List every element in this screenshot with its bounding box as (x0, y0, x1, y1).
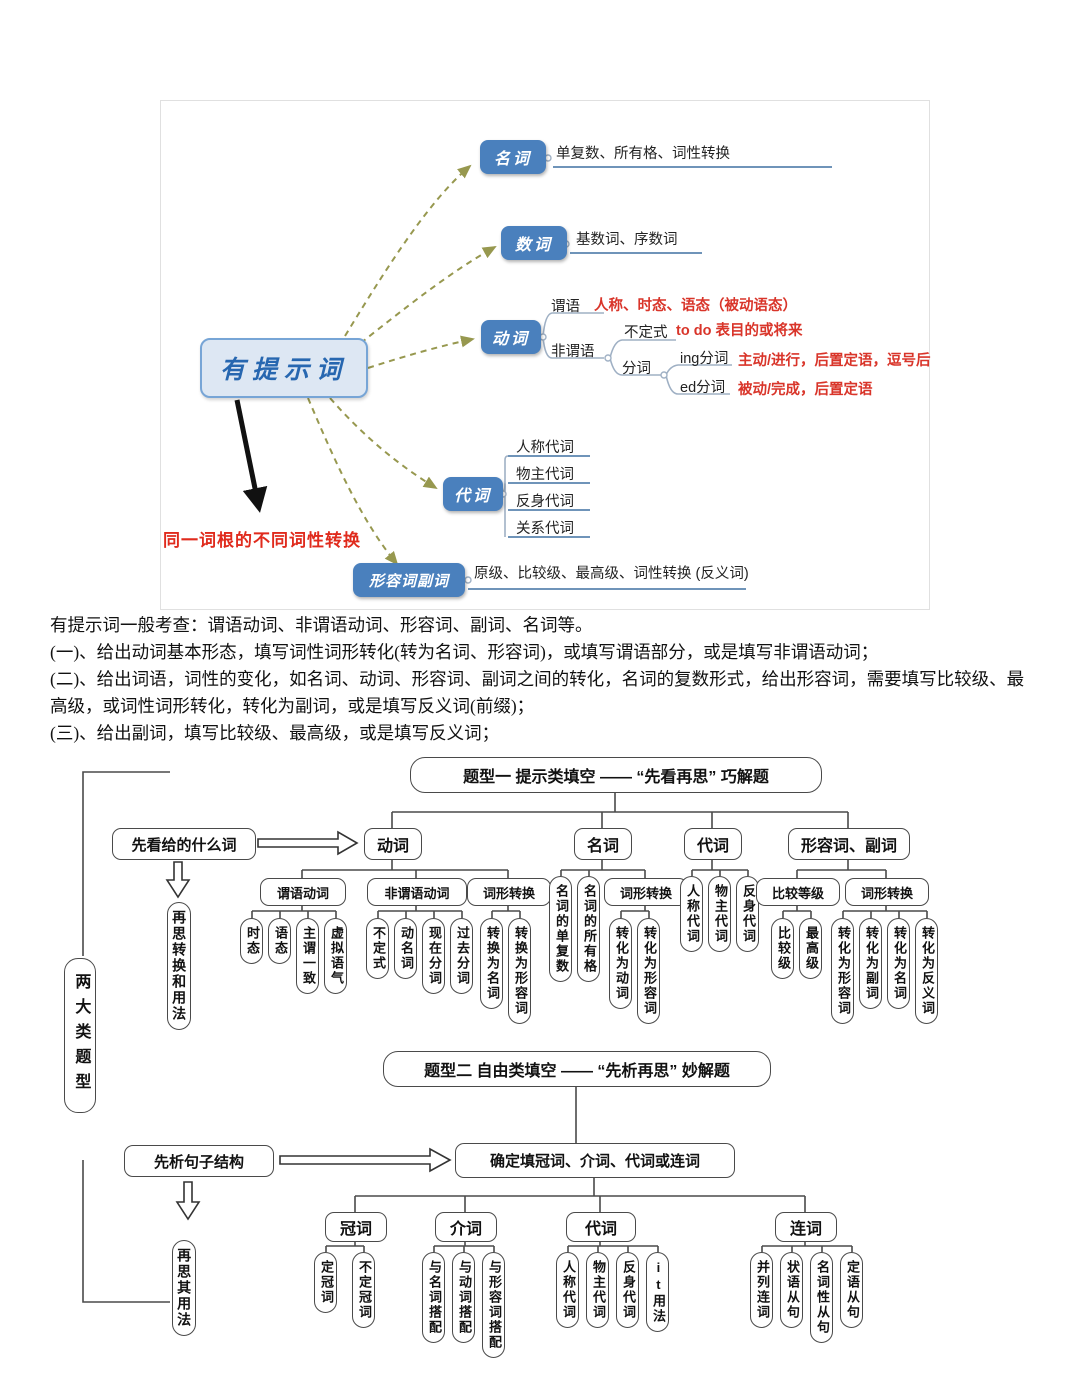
flow1-hint-box: 先看给的什么词 (112, 828, 256, 860)
leaf-pill: it用法 (646, 1252, 669, 1332)
group-comparison-degree: 比较等级 (756, 878, 840, 906)
leaf-pill: 状语从句 (780, 1252, 803, 1328)
mindmap-root-node: 有提示词 (200, 338, 368, 398)
verb-infinitive-note: to do 表目的或将来 (676, 323, 803, 339)
group-predicate-verb: 谓语动词 (260, 878, 346, 906)
group-adj-conversion: 词形转换 (845, 878, 929, 906)
mindmap-frame (160, 100, 930, 610)
leaf-pill: 转换为形容词 (508, 918, 531, 1024)
leaf-pill: 转化为名词 (887, 918, 910, 1009)
leaf-pill: 名词的所有格 (577, 876, 600, 982)
root-arrow-note: 同一词根的不同词性转换 (163, 531, 361, 550)
leaf-pill: 名词的单复数 (549, 876, 572, 982)
leaf-pill: 人称代词 (680, 876, 703, 952)
pronoun-item: 反身代词 (516, 494, 574, 510)
branch-numeral-node: 数词 (501, 226, 567, 260)
leaf-pill: 定冠词 (314, 1252, 337, 1313)
leaf-pill: 反身代词 (616, 1252, 639, 1328)
leaf-pill: 与动词搭配 (452, 1252, 475, 1343)
branch-numeral-detail: 基数词、序数词 (576, 232, 678, 248)
branch-adj-adv-detail: 原级、比较级、最高级、词性转换 (反义词) (474, 566, 749, 582)
verb-ing-note: 主动/进行，后置定语，逗号后 (738, 353, 931, 369)
group-nonpredicate-verb: 非谓语动词 (367, 878, 467, 906)
flow1-col-adj-adv: 形容词、副词 (788, 828, 910, 860)
verb-infinitive-label: 不定式 (624, 325, 668, 341)
flow2-col-conjunction: 连词 (775, 1212, 837, 1242)
branch-adj-adv-node: 形容词副词 (353, 563, 465, 597)
notes-paragraph: 有提示词一般考查：谓语动词、非谓语动词、形容词、副词、名词等。 (一)、给出动词… (50, 612, 1040, 747)
leaf-pill: 语态 (268, 918, 291, 964)
verb-predicate-label: 谓语 (551, 299, 580, 315)
leaf-pill: 人称代词 (556, 1252, 579, 1328)
leaf-pill: 转化为形容词 (637, 918, 660, 1024)
flow2-col-preposition: 介词 (435, 1212, 497, 1242)
verb-nonpredicate-label: 非谓语 (551, 344, 595, 360)
leaf-pill: 动名词 (394, 918, 417, 979)
branch-verb-node: 动词 (481, 320, 541, 354)
flow1-col-verb: 动词 (364, 828, 422, 860)
side-pill-two-types: 两大类题型 (64, 958, 97, 1113)
flow1-col-pronoun: 代词 (684, 828, 742, 860)
leaf-pill: 与名词搭配 (422, 1252, 445, 1343)
group-noun-conversion: 词形转换 (604, 878, 688, 906)
leaf-pill: 转化为动词 (609, 918, 632, 1009)
leaf-pill: 转化为副词 (859, 918, 882, 1009)
flow2-col-pronoun: 代词 (566, 1212, 636, 1242)
notes-line: (三)、给出副词，填写比较级、最高级，或是填写反义词； (50, 723, 500, 743)
leaf-pill: 过去分词 (450, 918, 473, 994)
notes-line: 有提示词一般考查：谓语动词、非谓语动词、形容词、副词、名词等。 (50, 615, 593, 635)
flow2-title: 题型二 自由类填空 —— “先析再思” 妙解题 (383, 1051, 771, 1087)
leaf-pill: 与形容词搭配 (482, 1252, 505, 1358)
flow1-col-noun: 名词 (574, 828, 632, 860)
flow2-decision-box: 确定填冠词、介词、代词或连词 (455, 1143, 735, 1178)
leaf-pill: 并列连词 (750, 1252, 773, 1328)
leaf-pill: 物主代词 (586, 1252, 609, 1328)
flow1-title: 题型一 提示类填空 —— “先看再思” 巧解题 (410, 757, 822, 793)
leaf-pill: 名词性从句 (810, 1252, 833, 1343)
flow1-hint-pill: 再思转换和用法 (167, 902, 192, 1030)
leaf-pill: 不定式 (366, 918, 389, 979)
notes-line: (二)、给出词语，词性的变化，如名词、动词、形容词、副词之间的转化，名词的复数形… (50, 669, 1025, 716)
verb-ing-label: ing分词 (680, 351, 729, 367)
pronoun-item: 物主代词 (516, 467, 574, 483)
leaf-pill: 不定冠词 (352, 1252, 375, 1328)
flow2-col-article: 冠词 (325, 1212, 387, 1242)
flow2-hint-box: 先析句子结构 (124, 1145, 274, 1177)
leaf-pill: 现在分词 (422, 918, 445, 994)
verb-predicate-note: 人称、时态、语态（被动语态） (594, 298, 797, 314)
leaf-pill: 定语从句 (840, 1252, 863, 1328)
branch-noun-node: 名词 (480, 140, 546, 174)
pronoun-item: 关系代词 (516, 521, 574, 537)
branch-pronoun-node: 代词 (443, 477, 503, 511)
leaf-pill: 转换为名词 (480, 918, 503, 1009)
branch-noun-detail: 单复数、所有格、词性转换 (556, 146, 730, 162)
leaf-pill: 反身代词 (736, 876, 759, 952)
leaf-pill: 比较级 (771, 918, 794, 979)
notes-line: (一)、给出动词基本形态，填写词性词形转化(转为名词、形容词)，或填写谓语部分，… (50, 642, 879, 662)
leaf-pill: 物主代词 (708, 876, 731, 952)
leaf-pill: 转化为形容词 (831, 918, 854, 1024)
pronoun-item: 人称代词 (516, 440, 574, 456)
verb-ed-note: 被动/完成，后置定语 (738, 382, 873, 398)
leaf-pill: 转化为反义词 (915, 918, 938, 1024)
verb-ed-label: ed分词 (680, 380, 726, 396)
leaf-pill: 主谓一致 (296, 918, 319, 994)
group-verb-conversion: 词形转换 (467, 878, 551, 906)
leaf-pill: 时态 (240, 918, 263, 964)
verb-participle-label: 分词 (622, 361, 651, 377)
flow2-hint-pill: 再思其用法 (172, 1240, 197, 1336)
leaf-pill: 最高级 (799, 918, 822, 979)
leaf-pill: 虚拟语气 (324, 918, 347, 994)
